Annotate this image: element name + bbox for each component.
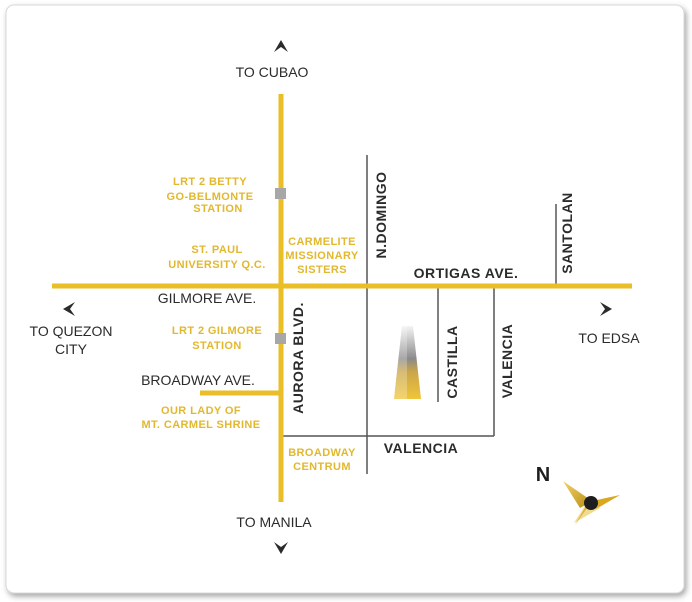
broadway-centrum-line2: CENTRUM [293, 461, 351, 473]
betty-go-belmonte-station-marker [275, 188, 286, 199]
shrine-line2: MT. CARMEL SHRINE [141, 419, 260, 431]
gilmore-station-line1: LRT 2 GILMORE [172, 325, 262, 337]
building-marker-icon [394, 326, 421, 399]
carmelite-line3: SISTERS [297, 264, 347, 276]
castilla-label: CASTILLA [444, 325, 460, 398]
valencia-horizontal-label: VALENCIA [384, 440, 459, 456]
mt-carmel-shrine-label: OUR LADY OF MT. CARMEL SHRINE [141, 405, 260, 431]
north-arrow-icon [274, 40, 288, 52]
to-quezon-label: TO QUEZON [30, 323, 113, 339]
ortigas-ave-label: ORTIGAS AVE. [414, 265, 519, 281]
betty-line1: LRT 2 BETTY [173, 176, 247, 188]
carmelite-line2: MISSIONARY [285, 250, 359, 262]
east-arrow-icon [600, 302, 612, 316]
carmelite-line1: CARMELITE [288, 236, 356, 248]
betty-go-belmonte-station-label: LRT 2 BETTY GO-BELMONTE STATION [167, 176, 254, 215]
south-arrow-icon [274, 542, 288, 554]
compass-north-letter: N [536, 464, 550, 486]
valencia-vertical-label: VALENCIA [499, 324, 515, 399]
stpaul-line2: UNIVERSITY Q.C. [168, 259, 265, 271]
broadway-centrum-line1: BROADWAY [288, 447, 356, 459]
to-edsa-label: TO EDSA [578, 330, 640, 346]
gilmore-station-marker [275, 333, 286, 344]
minor-roads [281, 155, 557, 474]
carmelite-missionary-sisters-label: CARMELITE MISSIONARY SISTERS [285, 236, 359, 276]
broadway-ave-label: BROADWAY AVE. [141, 372, 255, 388]
santolan-label: SANTOLAN [559, 192, 575, 274]
shrine-line1: OUR LADY OF [161, 405, 241, 417]
city-label: CITY [55, 341, 88, 357]
aurora-blvd-label: AURORA BLVD. [290, 302, 306, 414]
n-domingo-label: N.DOMINGO [373, 172, 389, 259]
west-arrow-icon [63, 302, 75, 316]
betty-line3: STATION [193, 203, 242, 215]
map-frame [5, 4, 685, 594]
broadway-centrum-label: BROADWAY CENTRUM [288, 447, 356, 473]
stpaul-line1: ST. PAUL [191, 244, 242, 256]
betty-line2: GO-BELMONTE [167, 191, 254, 203]
st-paul-university-label: ST. PAUL UNIVERSITY Q.C. [168, 244, 265, 271]
to-cubao-label: TO CUBAO [236, 64, 309, 80]
to-manila-label: TO MANILA [236, 514, 312, 530]
compass-icon: N [536, 464, 620, 525]
gilmore-station-label: LRT 2 GILMORE STATION [172, 325, 262, 352]
gilmore-ave-label: GILMORE AVE. [158, 290, 257, 306]
major-roads [52, 94, 632, 502]
gilmore-station-line2: STATION [192, 340, 241, 352]
